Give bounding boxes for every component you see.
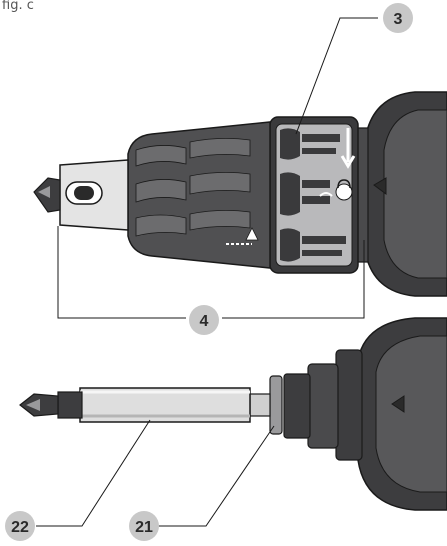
torque-ring bbox=[269, 116, 359, 274]
callout-3: 3 bbox=[383, 3, 413, 33]
callout-4-number: 4 bbox=[200, 313, 209, 330]
leader-line-21 bbox=[158, 425, 275, 527]
drill-upper-view bbox=[33, 91, 447, 297]
bit-holder bbox=[59, 159, 129, 231]
figure-label: fig. c bbox=[2, 0, 34, 13]
drill-housing-upper bbox=[364, 91, 447, 297]
leader-line-4 bbox=[57, 226, 365, 319]
screwdriver-bit-upper bbox=[33, 177, 61, 213]
drill-housing-lower bbox=[357, 317, 447, 511]
callout-21: 21 bbox=[129, 511, 159, 541]
callout-4: 4 bbox=[189, 305, 219, 335]
chuck-sleeve bbox=[127, 121, 271, 269]
drill-lower-view bbox=[19, 317, 447, 511]
drill-nose-lower bbox=[283, 349, 363, 461]
bit-extension bbox=[79, 387, 271, 423]
callout-22: 22 bbox=[5, 511, 35, 541]
callout-lines bbox=[36, 17, 378, 527]
callout-22-number: 22 bbox=[11, 519, 29, 536]
leader-line-3 bbox=[295, 17, 378, 135]
retaining-ring bbox=[269, 375, 283, 435]
callout-3-number: 3 bbox=[394, 11, 403, 28]
screwdriver-bit-lower bbox=[19, 391, 83, 419]
leader-line-22 bbox=[36, 419, 151, 527]
callout-21-number: 21 bbox=[135, 519, 153, 536]
